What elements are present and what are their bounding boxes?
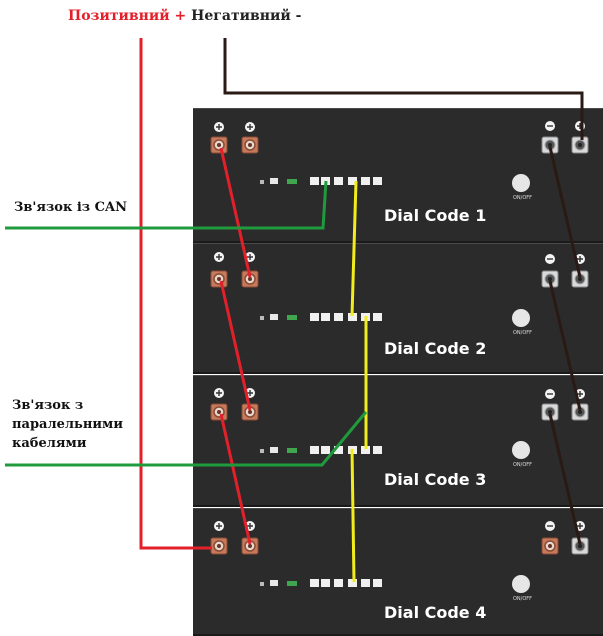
- dial-code-label: Dial Code 4: [384, 603, 487, 622]
- minus-icon: [544, 120, 556, 132]
- positive-terminal: [210, 270, 228, 288]
- can-wire: [5, 180, 328, 230]
- power-switch: [512, 441, 530, 459]
- negative-jumper-wire: [548, 280, 582, 411]
- switch-label: ON/OFF: [513, 596, 533, 602]
- power-switch: [512, 575, 530, 593]
- battery-module-3: [193, 375, 603, 507]
- dial-code-label: Dial Code 1: [384, 206, 487, 225]
- link-cable: [350, 180, 358, 317]
- positive-jumper-wire: [219, 147, 252, 278]
- positive-label: Позитивний +: [68, 8, 187, 24]
- positive-terminal: [241, 136, 259, 154]
- dial-code-label: Dial Code 3: [384, 470, 487, 489]
- plus-icon: [213, 121, 225, 133]
- plus-icon: [213, 520, 225, 532]
- parallel-label: Зв'язок з паралельними кабелями: [12, 396, 123, 453]
- parallel-wire: [5, 411, 368, 467]
- positive-jumper-wire: [219, 280, 252, 411]
- negative-jumper-wire: [548, 413, 582, 545]
- plus-icon: [213, 251, 225, 263]
- port-row: [260, 313, 382, 321]
- power-switch: [512, 174, 530, 192]
- positive-terminal: [210, 537, 228, 555]
- port-row: [260, 446, 382, 454]
- minus-icon: [544, 388, 556, 400]
- plus-icon: [213, 387, 225, 399]
- positive-terminal: [210, 403, 228, 421]
- plus-icon: [244, 121, 256, 133]
- diagram-title: Позитивний + Негативний -: [68, 8, 301, 24]
- positive-terminal: [541, 537, 559, 555]
- link-cable: [350, 448, 356, 583]
- negative-label: Негативний -: [191, 8, 302, 24]
- port-row: [260, 579, 382, 587]
- battery-module-4: [193, 508, 603, 636]
- switch-label: ON/OFF: [513, 195, 533, 201]
- battery-module-2: [193, 243, 603, 374]
- parallel-label-line: Зв'язок з: [12, 398, 84, 413]
- dial-code-label: Dial Code 2: [384, 339, 487, 358]
- parallel-label-line: кабелями: [12, 436, 87, 451]
- negative-jumper-wire: [548, 146, 582, 278]
- positive-main-wire: [139, 38, 212, 550]
- port-row: [260, 177, 382, 185]
- minus-icon: [544, 520, 556, 532]
- negative-main-wire: [223, 38, 584, 140]
- positive-jumper-wire: [219, 413, 252, 545]
- minus-icon: [544, 253, 556, 265]
- battery-module-1: [193, 108, 603, 243]
- can-label: Зв'язок із CAN: [14, 200, 127, 215]
- switch-label: ON/OFF: [513, 330, 533, 336]
- switch-label: ON/OFF: [513, 462, 533, 468]
- positive-terminal: [210, 136, 228, 154]
- negative-terminal: [571, 136, 589, 154]
- power-switch: [512, 309, 530, 327]
- parallel-label-line: паралельними: [12, 417, 123, 432]
